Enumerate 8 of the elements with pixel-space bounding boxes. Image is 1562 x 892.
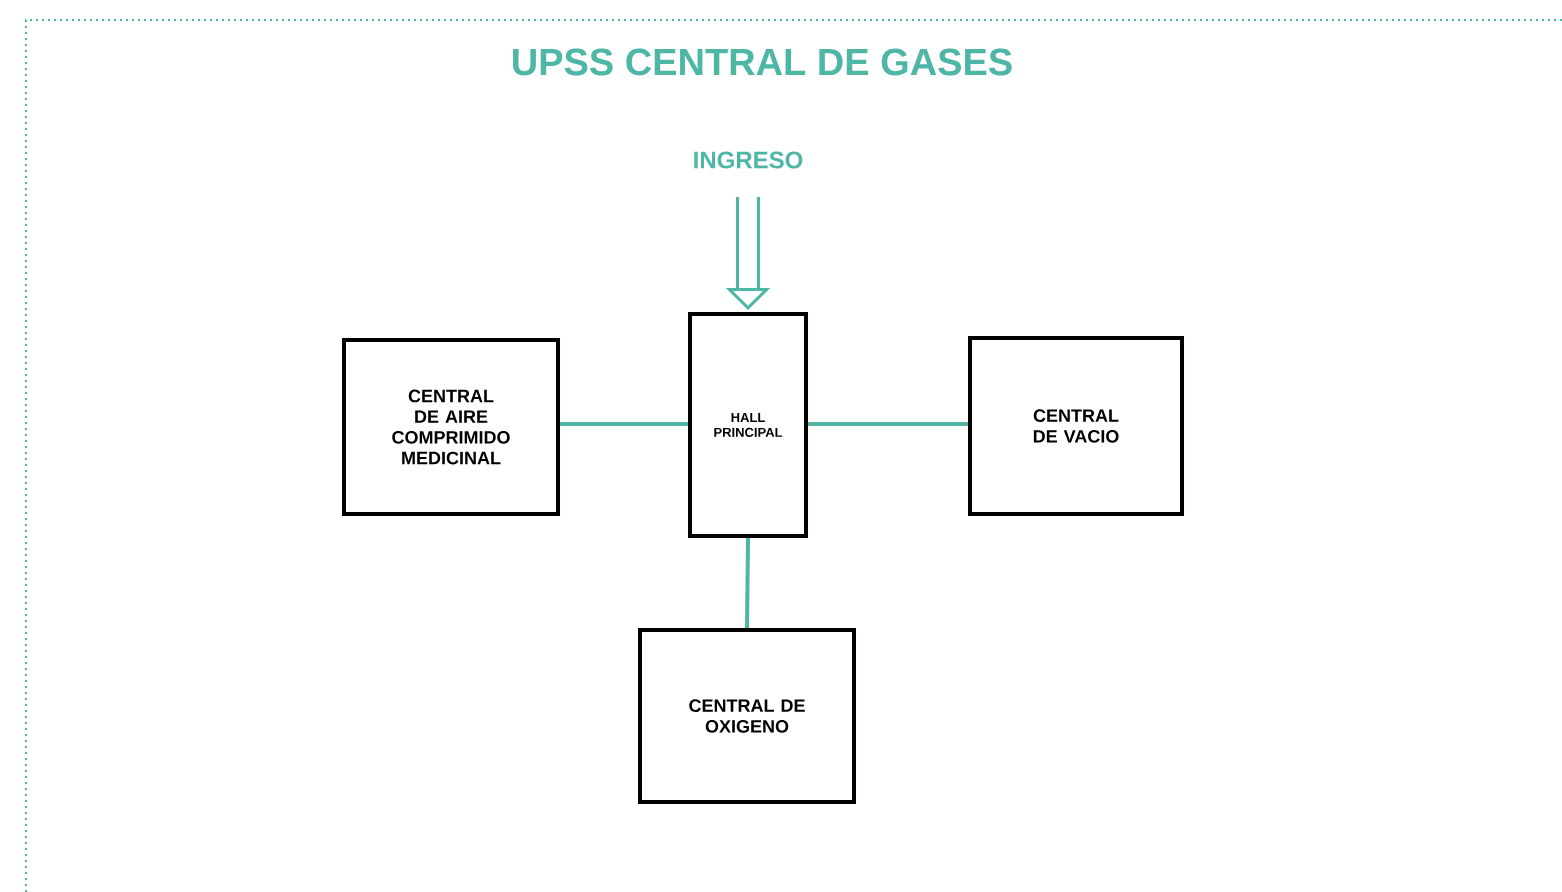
area-box: CENTRAL DE VACIO [968, 336, 1184, 516]
connector-line [808, 422, 968, 426]
title: UPSS CENTRAL DE GASES [513, 48, 1012, 76]
connector-line [745, 537, 750, 628]
area-box: CENTRAL DE OXIGENO [638, 628, 856, 804]
entry-label: INGRESO [694, 151, 803, 169]
area-box: CENTRAL DE AIRE COMPRIMIDO MEDICINAL [342, 338, 560, 516]
connector-line [560, 422, 688, 426]
